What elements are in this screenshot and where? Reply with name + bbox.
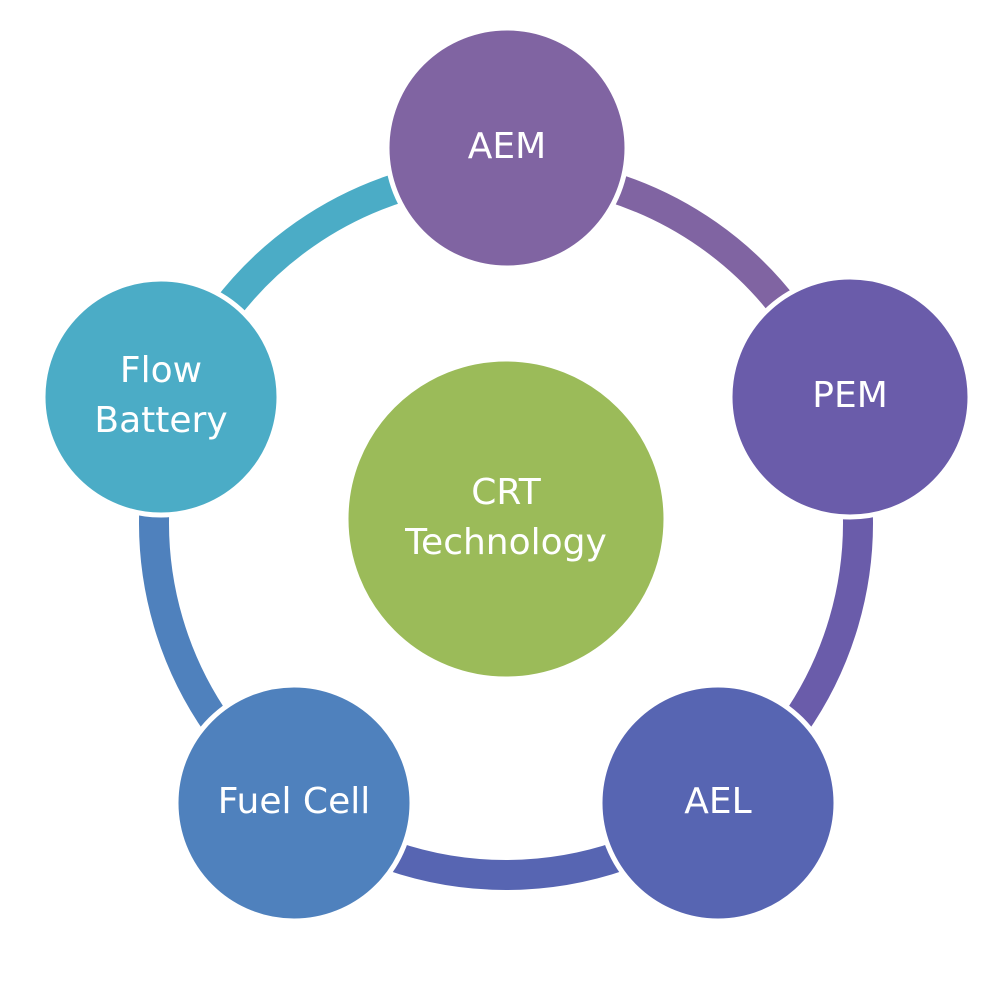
node-label-line: AEL bbox=[684, 781, 751, 822]
node-label-line: PEM bbox=[812, 375, 888, 416]
node-pem-label: PEM bbox=[812, 375, 888, 416]
node-aem-label: AEM bbox=[468, 126, 546, 167]
node-label-line: Fuel Cell bbox=[218, 781, 370, 822]
node-aem: AEM bbox=[384, 25, 630, 271]
node-fuel-cell-circle bbox=[173, 682, 415, 924]
center-node-circle bbox=[343, 356, 669, 682]
node-ael: AEL bbox=[597, 682, 839, 924]
node-ael-circle bbox=[597, 682, 839, 924]
node-ael-label: AEL bbox=[684, 781, 751, 822]
center-node-label: CRT Technology bbox=[404, 472, 607, 563]
node-aem-circle bbox=[384, 25, 630, 271]
node-fuel-cell: Fuel Cell bbox=[173, 682, 415, 924]
center-node: CRT Technology bbox=[343, 356, 669, 682]
node-pem: PEM bbox=[727, 274, 973, 520]
center-label-line: Technology bbox=[404, 522, 607, 563]
node-label-line: AEM bbox=[468, 126, 546, 167]
node-label-line: Flow bbox=[120, 350, 202, 391]
node-fuel-cell-label: Fuel Cell bbox=[218, 781, 370, 822]
node-pem-circle bbox=[727, 274, 973, 520]
node-flow-battery-circle bbox=[40, 276, 282, 518]
node-label-line: Battery bbox=[94, 400, 227, 441]
center-label-line: CRT bbox=[471, 472, 542, 513]
